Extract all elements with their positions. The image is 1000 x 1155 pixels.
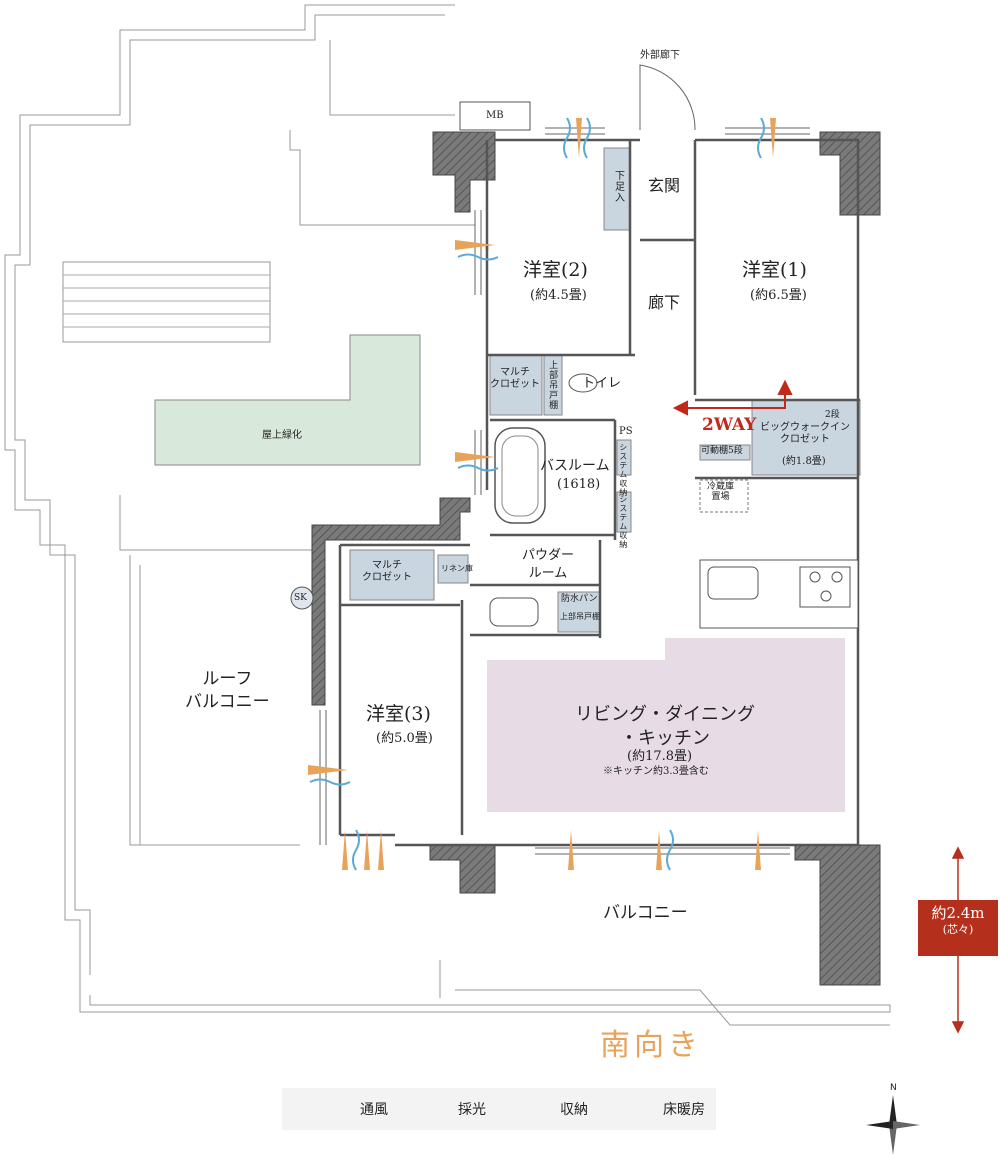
- legend-storage: 収納: [552, 1088, 588, 1130]
- linen-label: リネン庫: [441, 564, 473, 573]
- washbasin: [489, 597, 539, 627]
- movable-shelf-label: 可動棚5段: [701, 446, 743, 456]
- shoe-storage-label: 下足入: [612, 170, 624, 203]
- mb-label: MB: [486, 110, 504, 121]
- light-markers: [308, 118, 776, 870]
- outer-corridor-label: 外部廊下: [640, 50, 680, 61]
- legend-heating: 床暖房: [655, 1088, 705, 1130]
- ldk-note: ※キッチン約3.3畳含む: [603, 766, 709, 777]
- waterproof-pan-label: 防水パン: [561, 594, 598, 604]
- bath-size: (1618): [557, 477, 601, 492]
- ldk-floor-heating: [487, 638, 845, 812]
- toilet-label: トイレ: [582, 376, 622, 391]
- toilet-fixture: [568, 373, 598, 393]
- legend-storage-label: 収納: [560, 1102, 588, 1118]
- wind-markers: [309, 117, 765, 871]
- compass-north-label: N: [890, 1083, 897, 1093]
- south-facing-label: 南向き: [600, 1028, 702, 1063]
- balcony-label: バルコニー: [603, 903, 688, 923]
- legend-wind: 通風: [352, 1088, 388, 1130]
- legend-wind-label: 通風: [360, 1102, 388, 1118]
- system-storage-label-1: システム収納: [618, 443, 628, 497]
- sink: [707, 566, 759, 600]
- ldk-size: (約17.8畳): [627, 749, 693, 764]
- ceiling-height-sub: (芯々): [942, 922, 974, 936]
- room1-label: 洋室(1): [742, 259, 807, 281]
- room3-size: (約5.0畳): [376, 731, 433, 746]
- walkin-size: (約1.8畳): [782, 456, 826, 467]
- planter-lines: [63, 274, 270, 328]
- sk-circle: [290, 586, 314, 610]
- entrance-label: 玄関: [648, 176, 681, 195]
- ceiling-height: 約2.4m: [931, 904, 985, 922]
- upper-shelf2-label: 上部吊戸棚: [560, 612, 600, 621]
- room2-label: 洋室(2): [523, 259, 588, 281]
- two-tier-label: 2段: [825, 410, 840, 420]
- windows: [319, 127, 810, 855]
- legend-light: 採光: [450, 1088, 486, 1130]
- hallway-label: 廊下: [648, 293, 681, 312]
- ldk-label: リビング・ダイニング ・キッチン: [575, 704, 755, 750]
- compass-icon: [866, 1095, 920, 1155]
- multi-closet-label: マルチ クロゼット: [490, 367, 540, 390]
- rooftop-green-label: 屋上緑化: [262, 430, 302, 441]
- legend: 通風 採光 収納 床暖房: [282, 1088, 716, 1130]
- ceiling-height-box: 約2.4m (芯々): [918, 900, 998, 956]
- upper-shelf-label: 上部吊戸棚: [547, 360, 558, 410]
- storage-areas: [349, 147, 861, 633]
- sk-label: SK: [294, 593, 307, 603]
- legend-heating-label: 床暖房: [663, 1102, 705, 1118]
- two-way-arrow: [672, 379, 793, 416]
- structural-walls: [311, 131, 881, 986]
- ps-label: PS: [619, 426, 633, 437]
- fridge-space: [699, 479, 749, 513]
- multi-closet2-label: マルチ クロゼット: [362, 560, 412, 583]
- room1-size: (約6.5畳): [750, 288, 807, 303]
- entrance-door: [639, 64, 696, 131]
- two-way-label: 2WAY: [702, 415, 757, 435]
- bath-label: バスルーム: [540, 458, 610, 474]
- stove: [799, 566, 851, 608]
- mb-box: [459, 101, 531, 131]
- bathtub: [494, 427, 546, 524]
- room3-label: 洋室(3): [366, 703, 431, 725]
- rooftop-green-area: [154, 334, 421, 466]
- terrace-outline: [4, 4, 891, 1026]
- roof-balcony-label: ルーフ バルコニー: [185, 669, 270, 712]
- legend-light-label: 採光: [458, 1102, 486, 1118]
- fridge-label: 冷蔵庫 置場: [707, 482, 735, 503]
- powder-label: パウダー ルーム: [522, 548, 575, 581]
- big-walkin-label: ビッグウォークイン クロゼット: [760, 422, 850, 445]
- system-storage-label-2: システム収納: [618, 495, 628, 549]
- room2-size: (約4.5畳): [530, 288, 587, 303]
